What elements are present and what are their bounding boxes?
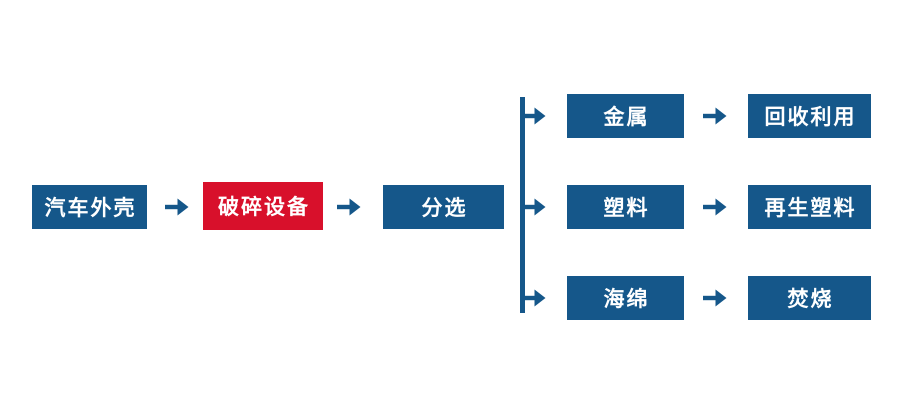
node-metal: 金属 (567, 94, 684, 138)
node-recycled-plastic: 再生塑料 (748, 185, 871, 229)
arrow-right-icon (522, 198, 546, 216)
node-sorting: 分选 (383, 185, 504, 229)
arrow-right-icon (703, 289, 727, 307)
arrow-right-icon (522, 107, 546, 125)
arrow-right-icon (337, 198, 361, 216)
arrow-right-icon (522, 289, 546, 307)
node-crushing-equipment: 破碎设备 (203, 182, 323, 230)
node-car-shell: 汽车外壳 (32, 185, 147, 229)
arrow-right-icon (703, 107, 727, 125)
node-plastic: 塑料 (567, 185, 684, 229)
arrow-right-icon (165, 198, 189, 216)
node-incineration: 焚烧 (748, 276, 871, 320)
arrow-right-icon (703, 198, 727, 216)
node-sponge: 海绵 (567, 276, 684, 320)
node-recycling: 回收利用 (748, 94, 871, 138)
